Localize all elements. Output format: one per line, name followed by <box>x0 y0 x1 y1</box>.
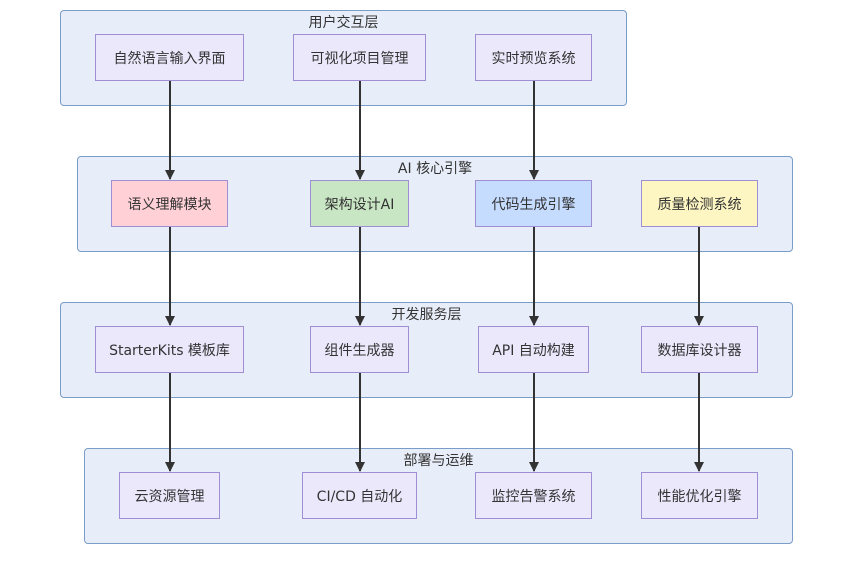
node-cloud-resource-management[interactable]: 云资源管理 <box>119 472 220 519</box>
layer-title: 用户交互层 <box>308 15 379 31</box>
node-visual-project-management[interactable]: 可视化项目管理 <box>293 34 426 81</box>
node-quality-inspection[interactable]: 质量检测系统 <box>641 180 758 227</box>
node-starterkits-template-library[interactable]: StarterKits 模板库 <box>95 326 244 373</box>
layer-title: AI 核心引擎 <box>397 161 473 177</box>
layer-title: 开发服务层 <box>391 307 462 323</box>
node-ci-cd-automation[interactable]: CI/CD 自动化 <box>302 472 417 519</box>
node-database-designer[interactable]: 数据库设计器 <box>641 326 758 373</box>
node-natural-language-input[interactable]: 自然语言输入界面 <box>95 34 244 81</box>
node-performance-optimization[interactable]: 性能优化引擎 <box>641 472 758 519</box>
node-architecture-design-ai[interactable]: 架构设计AI <box>310 180 409 227</box>
node-component-generator[interactable]: 组件生成器 <box>310 326 409 373</box>
node-monitoring-alerts[interactable]: 监控告警系统 <box>475 472 592 519</box>
layer-title: 部署与运维 <box>403 453 474 469</box>
node-code-generation-engine[interactable]: 代码生成引擎 <box>475 180 592 227</box>
node-semantic-understanding[interactable]: 语义理解模块 <box>111 180 228 227</box>
node-realtime-preview[interactable]: 实时预览系统 <box>475 34 592 81</box>
node-api-auto-build[interactable]: API 自动构建 <box>478 326 589 373</box>
